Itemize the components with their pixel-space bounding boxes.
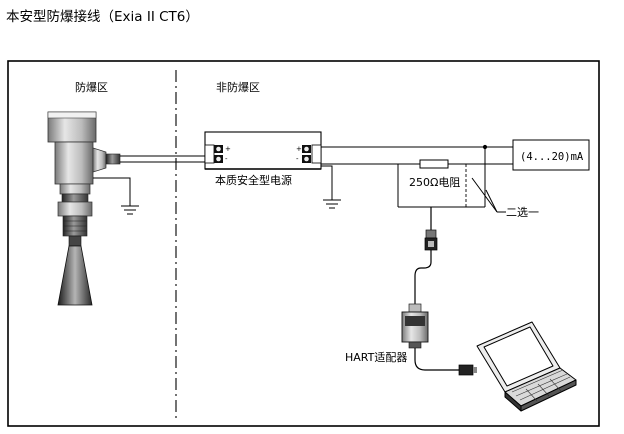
hart-adapter-label: HART适配器 [345,351,407,364]
output-loop-wires [321,146,513,165]
intrinsically-safe-power-supply [204,131,322,170]
power-supply-terminal-left-minus: - [225,155,228,163]
hart-connector-clip [424,229,438,251]
resistor-label: 250Ω电阻 [409,176,460,189]
transmitter-ground-symbol [93,177,139,215]
power-supply-terminal-left-plus: + [225,145,231,153]
usb-plug [458,364,477,376]
hart-clip-cable [414,207,432,304]
power-supply-ground-symbol [321,165,341,209]
field-cable [120,155,205,163]
usb-cable [414,348,459,371]
diagram-frame [7,60,600,427]
radar-level-transmitter [47,111,121,306]
power-supply-terminal-right-plus: + [296,145,302,153]
hart-adapter [401,303,429,349]
page-title: 本安型防爆接线（Exia II CT6） [6,9,199,25]
zone-label-hazardous: 防爆区 [75,80,108,94]
zone-label-non-hazardous: 非防爆区 [216,80,260,94]
resistor-250-ohm [419,159,449,169]
laptop [476,321,577,412]
current-output-label: (4...20)mA [520,151,584,163]
power-supply-label: 本质安全型电源 [215,173,292,187]
power-supply-terminal-right-minus: - [296,155,299,163]
choose-one-pointers [471,177,506,213]
current-output-box [512,139,590,171]
resistor-branch [397,144,488,208]
choose-one-label: 二选一 [506,206,539,219]
